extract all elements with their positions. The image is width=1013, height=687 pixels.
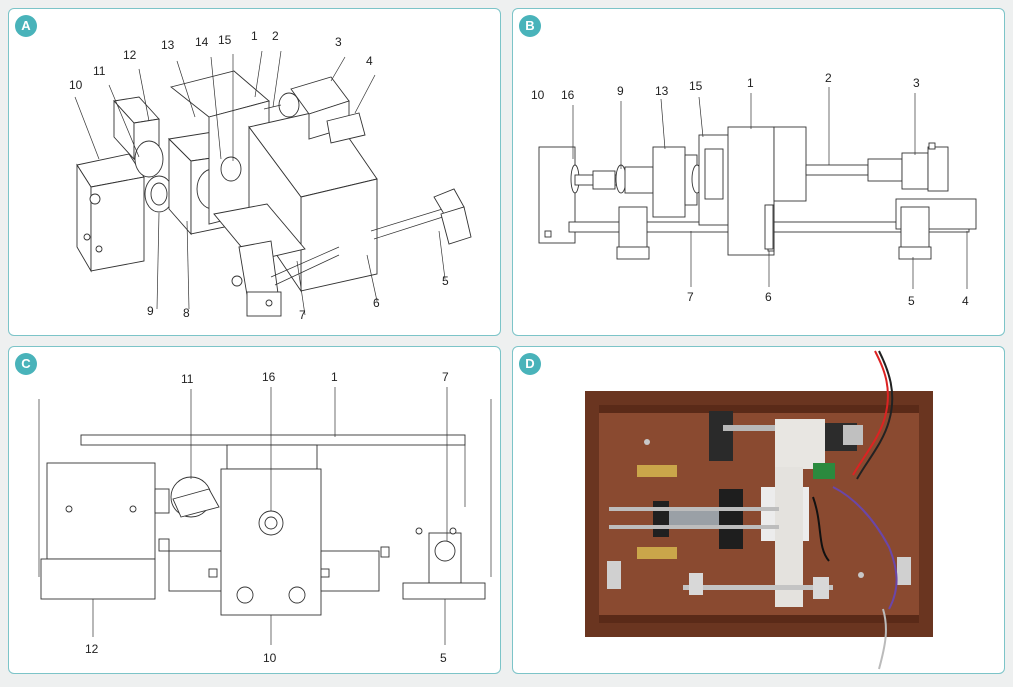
panel-d-badge: D: [519, 353, 541, 375]
label-a-4: 4: [366, 54, 373, 68]
label-b-9: 9: [617, 84, 624, 98]
label-a-2: 2: [272, 29, 279, 43]
label-a-13: 13: [161, 38, 175, 52]
panel-b-side-drawing: 10 16 9 13 15 1 2 3 7 6 5 4: [531, 71, 977, 308]
label-a-3: 3: [335, 35, 342, 49]
label-a-14: 14: [195, 35, 209, 49]
label-c-11: 11: [181, 372, 194, 386]
label-b-4: 4: [962, 294, 969, 308]
label-a-1: 1: [251, 29, 258, 43]
panel-c-badge: C: [15, 353, 37, 375]
panel-d-device-photo: [585, 350, 933, 670]
label-b-10: 10: [531, 88, 545, 102]
panel-b: B: [512, 8, 1005, 336]
panel-a-isometric-drawing: 10 11 12 13 14 15 1 2 3 4 5 6 7 8 9: [69, 29, 472, 322]
panel-c: C: [8, 346, 501, 674]
panel-b-badge: B: [519, 15, 541, 37]
label-a-11: 11: [93, 64, 106, 78]
label-a-7: 7: [299, 308, 306, 322]
label-b-3: 3: [913, 76, 920, 90]
label-a-15: 15: [218, 33, 232, 47]
label-b-2: 2: [825, 71, 832, 85]
label-a-8: 8: [183, 306, 190, 320]
panel-a: A: [8, 8, 501, 336]
label-b-7: 7: [687, 290, 694, 304]
label-b-6: 6: [765, 290, 772, 304]
label-a-6: 6: [373, 296, 380, 310]
label-a-12: 12: [123, 48, 137, 62]
label-a-9: 9: [147, 304, 154, 318]
label-c-10: 10: [263, 651, 277, 665]
label-a-5: 5: [442, 274, 449, 288]
panel-c-front-drawing: 11 16 1 7 12 10 5: [38, 370, 492, 665]
label-c-7: 7: [442, 370, 449, 384]
label-c-12: 12: [85, 642, 99, 656]
label-b-16: 16: [561, 88, 575, 102]
label-b-1: 1: [747, 76, 754, 90]
label-b-5: 5: [908, 294, 915, 308]
panel-d: D: [512, 346, 1005, 674]
label-c-5: 5: [440, 651, 447, 665]
label-c-16: 16: [262, 370, 276, 384]
label-b-15: 15: [689, 79, 703, 93]
label-a-10: 10: [69, 78, 83, 92]
label-c-1: 1: [331, 370, 338, 384]
label-b-13: 13: [655, 84, 669, 98]
panel-a-badge: A: [15, 15, 37, 37]
